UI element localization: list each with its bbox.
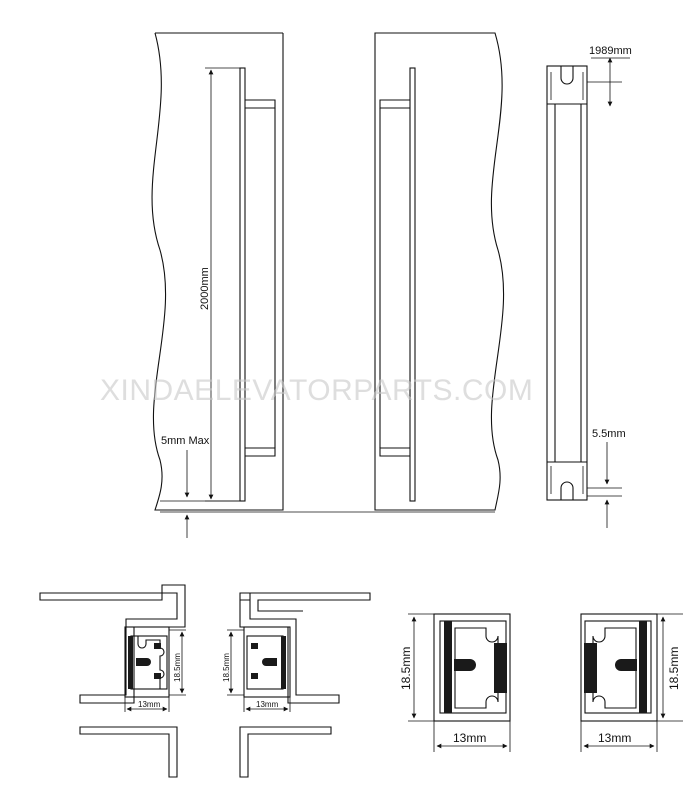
dim-large-right-h: 18.5mm (667, 647, 681, 690)
dim-large-left-h: 18.5mm (399, 647, 413, 690)
dimension-large-right: 18.5mm 13mm (580, 613, 683, 752)
dim-large-right-w: 13mm (598, 731, 631, 745)
profile-large-right (580, 613, 658, 722)
dim-large-left-w: 13mm (453, 731, 486, 745)
dim-5-5-label: 5.5mm (592, 428, 626, 440)
dimension-1989: 1989mm (587, 45, 632, 107)
dim-5max-label: 5mm Max (161, 435, 210, 447)
dimension-5mm-max: 5mm Max (160, 435, 495, 538)
left-edge-profile (239, 67, 276, 502)
watermark-text: XINDAELEVATORPARTS.COM (100, 374, 533, 407)
profile-large-left (433, 613, 511, 722)
dimension-large-left: 18.5mm 13mm (399, 613, 511, 752)
right-edge-profile (379, 67, 416, 502)
right-door-panel (374, 32, 505, 511)
dimension-small-left: 18.5mm 13mm (124, 629, 186, 712)
dimension-5-5: 5.5mm (587, 428, 626, 528)
section-right-mounting (239, 592, 371, 778)
dim-small-left-h: 18.5mm (173, 653, 182, 682)
light-strip-side-view (546, 65, 588, 501)
dim-1989-label: 1989mm (589, 45, 632, 57)
left-door-panel (151, 32, 284, 511)
section-left-mounting (39, 584, 186, 778)
dim-small-right-h: 18.5mm (222, 653, 231, 682)
dim-small-left-w: 13mm (138, 700, 161, 709)
dimension-small-right: 18.5mm 13mm (222, 629, 291, 712)
dim-small-right-w: 13mm (256, 700, 279, 709)
dim-2000-label: 2000mm (199, 267, 211, 310)
